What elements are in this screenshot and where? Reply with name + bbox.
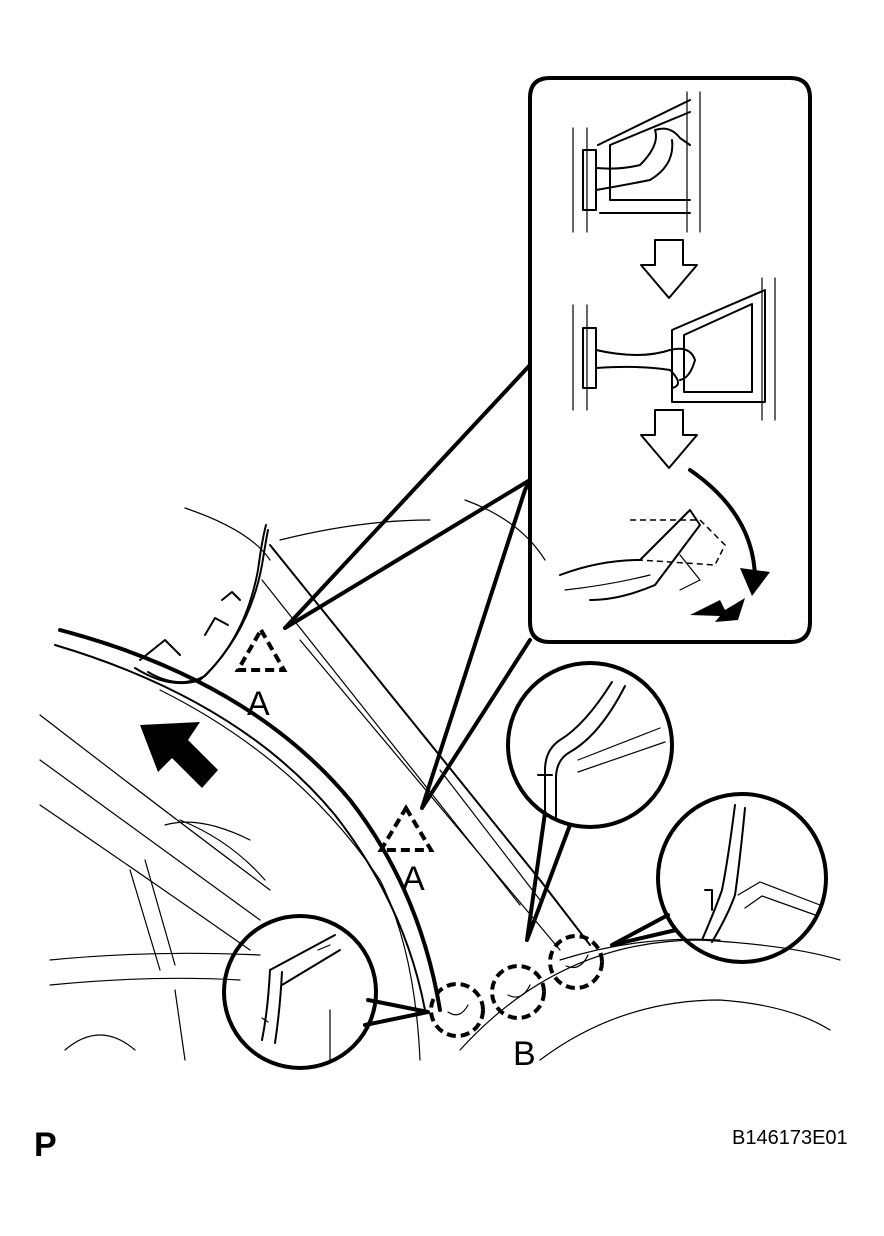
circle-marker-b-1: [429, 982, 485, 1038]
page-letter: P: [34, 1126, 57, 1164]
clip-location-circles: [429, 934, 604, 1038]
clip-installed-drawing: [572, 91, 701, 233]
callout-label-b: B: [513, 1035, 536, 1073]
callout-label-a-lower: A: [402, 860, 425, 898]
clip-pulled-drawing: [572, 277, 776, 421]
clip-location-triangles: [234, 625, 435, 852]
clip-detail-circle-left: [222, 914, 430, 1070]
circle-marker-b-2: [490, 964, 546, 1020]
circle-marker-b-3: [548, 934, 604, 990]
callout-label-a-upper: A: [247, 685, 270, 723]
triangle-marker-a-lower: [377, 804, 435, 852]
down-arrow-2: [640, 409, 698, 469]
clip-rotated-drawing: [559, 468, 770, 622]
pull-direction-arrow: [140, 722, 218, 788]
vehicle-body-lines: [39, 499, 841, 1061]
figure-code: B146173E01: [732, 1127, 848, 1149]
clip-detail-circle-upper: [506, 661, 674, 942]
clip-detail-circle-right: [610, 792, 828, 964]
clip-removal-inset: [283, 76, 812, 810]
triangle-marker-a-upper: [234, 625, 288, 672]
down-arrow-1: [640, 239, 698, 299]
